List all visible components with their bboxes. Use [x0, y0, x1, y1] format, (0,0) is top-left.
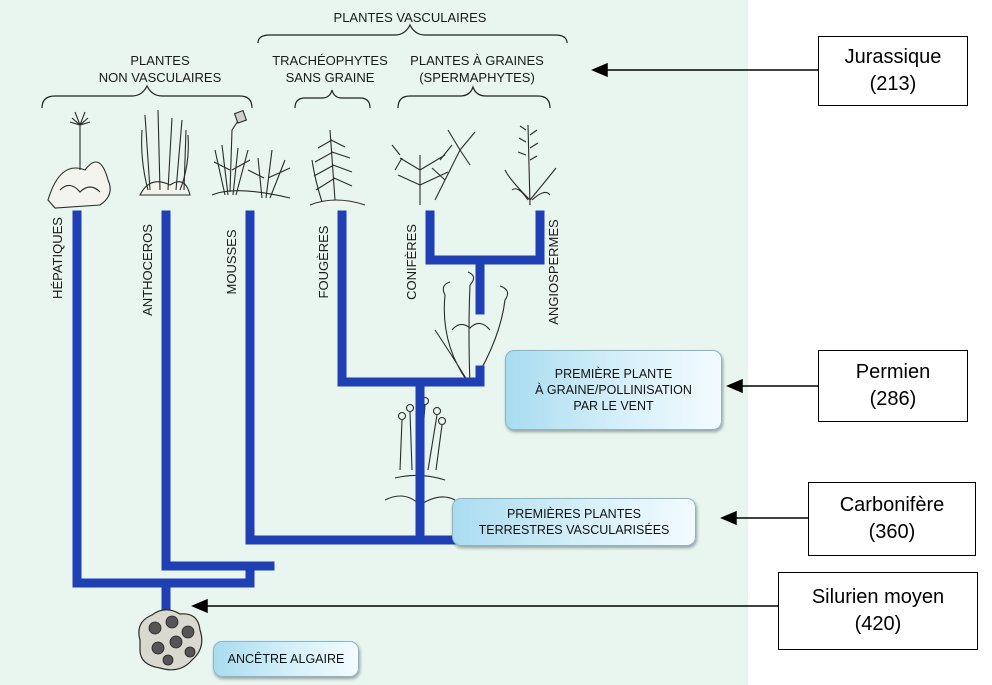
period-permien-age: (286) [870, 386, 917, 413]
period-permien-name: Permien [856, 359, 930, 386]
group-seedless-label-1: TRACHÉOPHYTES [272, 53, 388, 68]
period-jurassique-name: Jurassique [845, 44, 942, 71]
period-silurien-age: (420) [855, 611, 902, 638]
group-seed-label-2: (SPERMAPHYTES) [419, 70, 535, 85]
first-seed-label: PREMIÈRE PLANTE À GRAINE/POLLINISATION P… [505, 350, 722, 430]
taxon-fougeres: FOUGÈRES [316, 225, 331, 298]
taxon-anthoceros: ANTHOCEROS [140, 224, 155, 316]
period-carbonifere-box: Carbonifère (360) [808, 482, 976, 556]
period-silurien-box: Silurien moyen (420) [778, 572, 978, 650]
period-jurassique-box: Jurassique (213) [818, 36, 968, 106]
taxon-mousses: MOUSSES [224, 229, 239, 294]
first-vascular-line-1: PREMIÈRES PLANTES [507, 506, 641, 522]
period-carbonifere-age: (360) [869, 519, 916, 546]
group-nonvascular-label-2: NON VASCULAIRES [99, 70, 222, 85]
group-seed-label-1: PLANTES À GRAINES [410, 53, 544, 68]
taxon-coniferes: CONIFÈRES [404, 224, 419, 300]
period-silurien-name: Silurien moyen [812, 584, 944, 611]
group-vascular-label: PLANTES VASCULAIRES [334, 10, 487, 25]
first-seed-line-3: PAR LE VENT [573, 398, 653, 414]
first-vascular-line-2: TERRESTRES VASCULARISÉES [479, 522, 670, 538]
ancestor-label: ANCÊTRE ALGAIRE [213, 641, 359, 677]
first-seed-line-1: PREMIÈRE PLANTE [555, 366, 672, 382]
taxon-angiospermes: ANGIOSPERMES [546, 219, 561, 325]
group-seedless-label-2: SANS GRAINE [286, 70, 375, 85]
first-seed-line-2: À GRAINE/POLLINISATION [535, 382, 692, 398]
group-nonvascular-label-1: PLANTES [130, 53, 190, 68]
first-vascular-label: PREMIÈRES PLANTES TERRESTRES VASCULARISÉ… [452, 498, 696, 546]
ancestor-label-text: ANCÊTRE ALGAIRE [228, 651, 345, 667]
taxon-hepatiques: HÉPATIQUES [50, 217, 65, 299]
period-permien-box: Permien (286) [818, 350, 968, 422]
period-jurassique-age: (213) [870, 71, 917, 98]
period-carbonifere-name: Carbonifère [840, 492, 945, 519]
